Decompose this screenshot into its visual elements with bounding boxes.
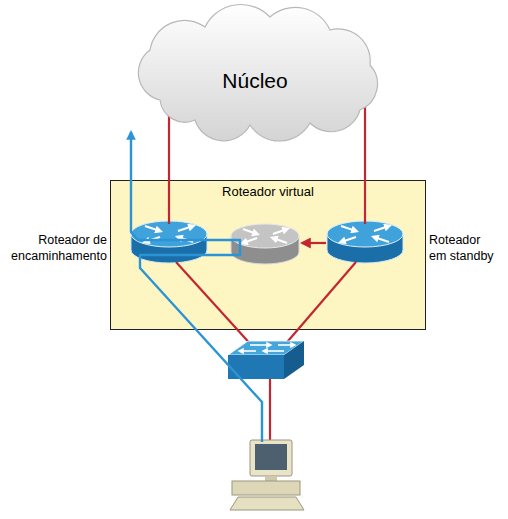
router-outline [327,221,403,263]
router-symbol: Roteador em standby [327,221,403,263]
cloud-label: Núcleo [120,69,390,93]
virtual-router-box: Roteador de encaminhamento Roteador em st… [110,180,426,330]
cloud-outline [120,5,390,130]
router-label: Roteador de encaminhamento [3,232,107,264]
router-symbol: Roteador de encaminhamento [131,221,207,263]
router-outline [131,221,207,263]
core-cloud: Núcleo [120,5,390,130]
switch-symbol [228,341,304,379]
router-label: Roteador em standby [429,232,497,264]
red-wire [269,378,271,442]
pc-symbol [230,440,304,510]
box-title: Roteador virtual [111,184,425,199]
